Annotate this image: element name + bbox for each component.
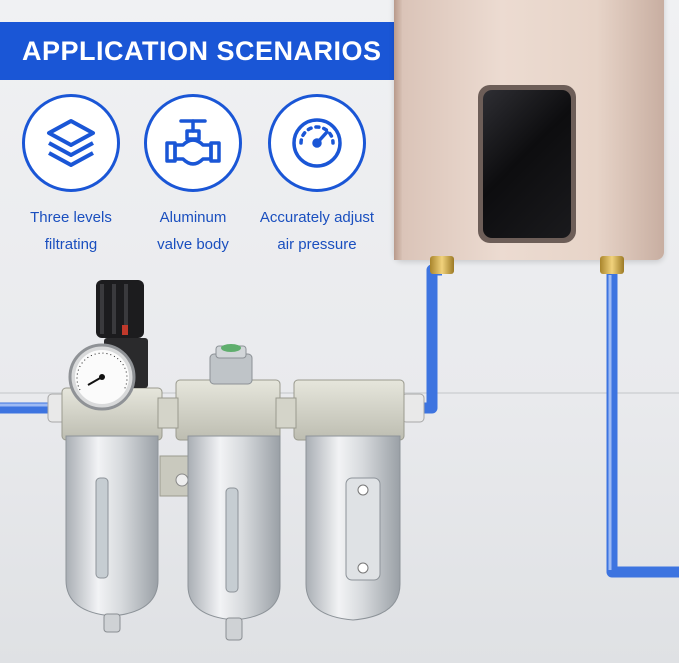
feature-label: Aluminum valve body xyxy=(133,204,253,258)
feature-label-line2: filtrating xyxy=(44,236,98,253)
banner-title: APPLICATION SCENARIOS xyxy=(22,36,382,66)
pressure-gauge xyxy=(68,343,136,411)
heater-display xyxy=(478,85,576,243)
filter-bowls xyxy=(65,435,401,621)
feature-label-line1: Accurately adjust xyxy=(259,209,375,226)
section-banner: APPLICATION SCENARIOS xyxy=(0,22,438,80)
feature-circle xyxy=(268,94,366,192)
feature-label-line2: valve body xyxy=(157,236,229,253)
layers-icon xyxy=(47,119,95,167)
feature-adjust-pressure: Accurately adjust air pressure xyxy=(257,94,377,258)
feature-circle xyxy=(144,94,242,192)
gauge-icon xyxy=(292,118,342,168)
drain-valves xyxy=(103,613,243,641)
feature-label: Three levels filtrating xyxy=(11,204,131,258)
brass-fitting xyxy=(430,256,624,274)
feature-three-levels: Three levels filtrating xyxy=(11,94,131,258)
valve-icon xyxy=(165,119,221,166)
lubricator-top xyxy=(209,344,253,385)
feature-label-line1: Three levels xyxy=(30,209,112,226)
water-heater-edge xyxy=(394,0,402,260)
feature-aluminum-valve: Aluminum valve body xyxy=(133,94,253,258)
feature-label-line2: air pressure xyxy=(277,236,357,253)
heater-display-glass xyxy=(483,90,571,238)
feature-circle xyxy=(22,94,120,192)
feature-label-line1: Aluminum xyxy=(159,209,227,226)
feature-label: Accurately adjust air pressure xyxy=(257,204,377,258)
